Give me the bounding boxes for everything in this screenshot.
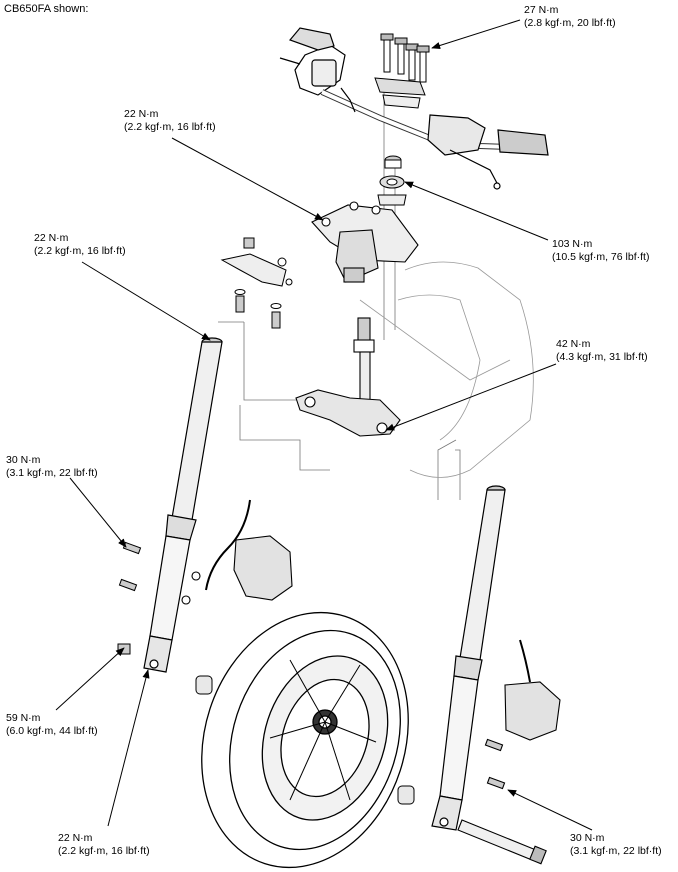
torque-detail: (10.5 kgf·m, 76 lbf·ft) bbox=[552, 250, 650, 263]
leader-top-bridge-pinch-bolt bbox=[171, 137, 324, 221]
torque-detail: (3.1 kgf·m, 22 lbf·ft) bbox=[6, 466, 98, 479]
leader-handlebar-holder-bolts bbox=[431, 19, 521, 49]
leader-left-caliper-bolt bbox=[69, 477, 127, 548]
torque-label-left-caliper-bolt: 30 N·m (3.1 kgf·m, 22 lbf·ft) bbox=[6, 454, 98, 479]
right-fork bbox=[431, 485, 506, 831]
leader-axle-bolt bbox=[55, 647, 125, 711]
top-bridge bbox=[311, 201, 419, 283]
torque-value: 30 N·m bbox=[570, 832, 605, 844]
torque-value: 30 N·m bbox=[6, 454, 41, 466]
torque-label-steering-stem-nut: 103 N·m (10.5 kgf·m, 76 lbf·ft) bbox=[552, 238, 649, 263]
left-fork bbox=[143, 337, 223, 673]
brake-hose-bracket bbox=[220, 237, 293, 329]
handlebar-holder-bolts bbox=[374, 33, 430, 109]
torque-label-top-bridge-pinch-bolt: 22 N·m (2.2 kgf·m, 16 lbf·ft) bbox=[124, 108, 216, 133]
torque-value: 103 N·m bbox=[552, 238, 593, 250]
torque-detail: (3.1 kgf·m, 22 lbf·ft) bbox=[570, 844, 662, 857]
torque-label-axle-pinch-bolt: 22 N·m (2.2 kgf·m, 16 lbf·ft) bbox=[58, 832, 150, 857]
front-wheel bbox=[201, 611, 409, 869]
left-brake-caliper bbox=[181, 499, 293, 605]
torque-detail: (2.8 kgf·m, 20 lbf·ft) bbox=[524, 16, 616, 29]
assembly-guide-lines bbox=[218, 80, 461, 500]
leader-right-caliper-bolt bbox=[507, 789, 593, 831]
torque-value: 22 N·m bbox=[58, 832, 93, 844]
handlebar bbox=[279, 27, 549, 190]
left-fork-bolts bbox=[117, 541, 142, 655]
right-brake-caliper bbox=[484, 639, 561, 790]
torque-value: 27 N·m bbox=[524, 4, 559, 16]
torque-detail: (2.2 kgf·m, 16 lbf·ft) bbox=[58, 844, 150, 857]
torque-value: 42 N·m bbox=[556, 338, 591, 350]
torque-label-upper-fork-pinch-bolt: 22 N·m (2.2 kgf·m, 16 lbf·ft) bbox=[34, 232, 126, 257]
torque-detail: (2.2 kgf·m, 16 lbf·ft) bbox=[124, 120, 216, 133]
torque-detail: (6.0 kgf·m, 44 lbf·ft) bbox=[6, 724, 98, 737]
torque-value: 22 N·m bbox=[34, 232, 69, 244]
leader-axle-pinch-bolt bbox=[107, 669, 150, 827]
leader-steering-stem-nut bbox=[404, 181, 549, 241]
torque-value: 59 N·m bbox=[6, 712, 41, 724]
leader-lower-bridge-pinch-bolt bbox=[385, 363, 557, 431]
steering-stem-lower-bridge bbox=[295, 317, 401, 437]
torque-value: 22 N·m bbox=[124, 108, 159, 120]
steering-stem-nut bbox=[377, 155, 407, 206]
torque-label-lower-bridge-pinch-bolt: 42 N·m (4.3 kgf·m, 31 lbf·ft) bbox=[556, 338, 648, 363]
model-caption: CB650FA shown: bbox=[4, 3, 89, 15]
leader-upper-fork-pinch-bolt bbox=[81, 261, 211, 341]
axle-spacers bbox=[195, 675, 415, 805]
torque-label-handlebar-holder-bolts: 27 N·m (2.8 kgf·m, 20 lbf·ft) bbox=[524, 4, 616, 29]
frame-outline bbox=[359, 261, 534, 478]
leader-arrows bbox=[55, 19, 593, 831]
torque-label-right-caliper-bolt: 30 N·m (3.1 kgf·m, 22 lbf·ft) bbox=[570, 832, 662, 857]
front-axle bbox=[457, 819, 547, 865]
torque-detail: (4.3 kgf·m, 31 lbf·ft) bbox=[556, 350, 648, 363]
torque-detail: (2.2 kgf·m, 16 lbf·ft) bbox=[34, 244, 126, 257]
torque-label-axle-bolt: 59 N·m (6.0 kgf·m, 44 lbf·ft) bbox=[6, 712, 98, 737]
